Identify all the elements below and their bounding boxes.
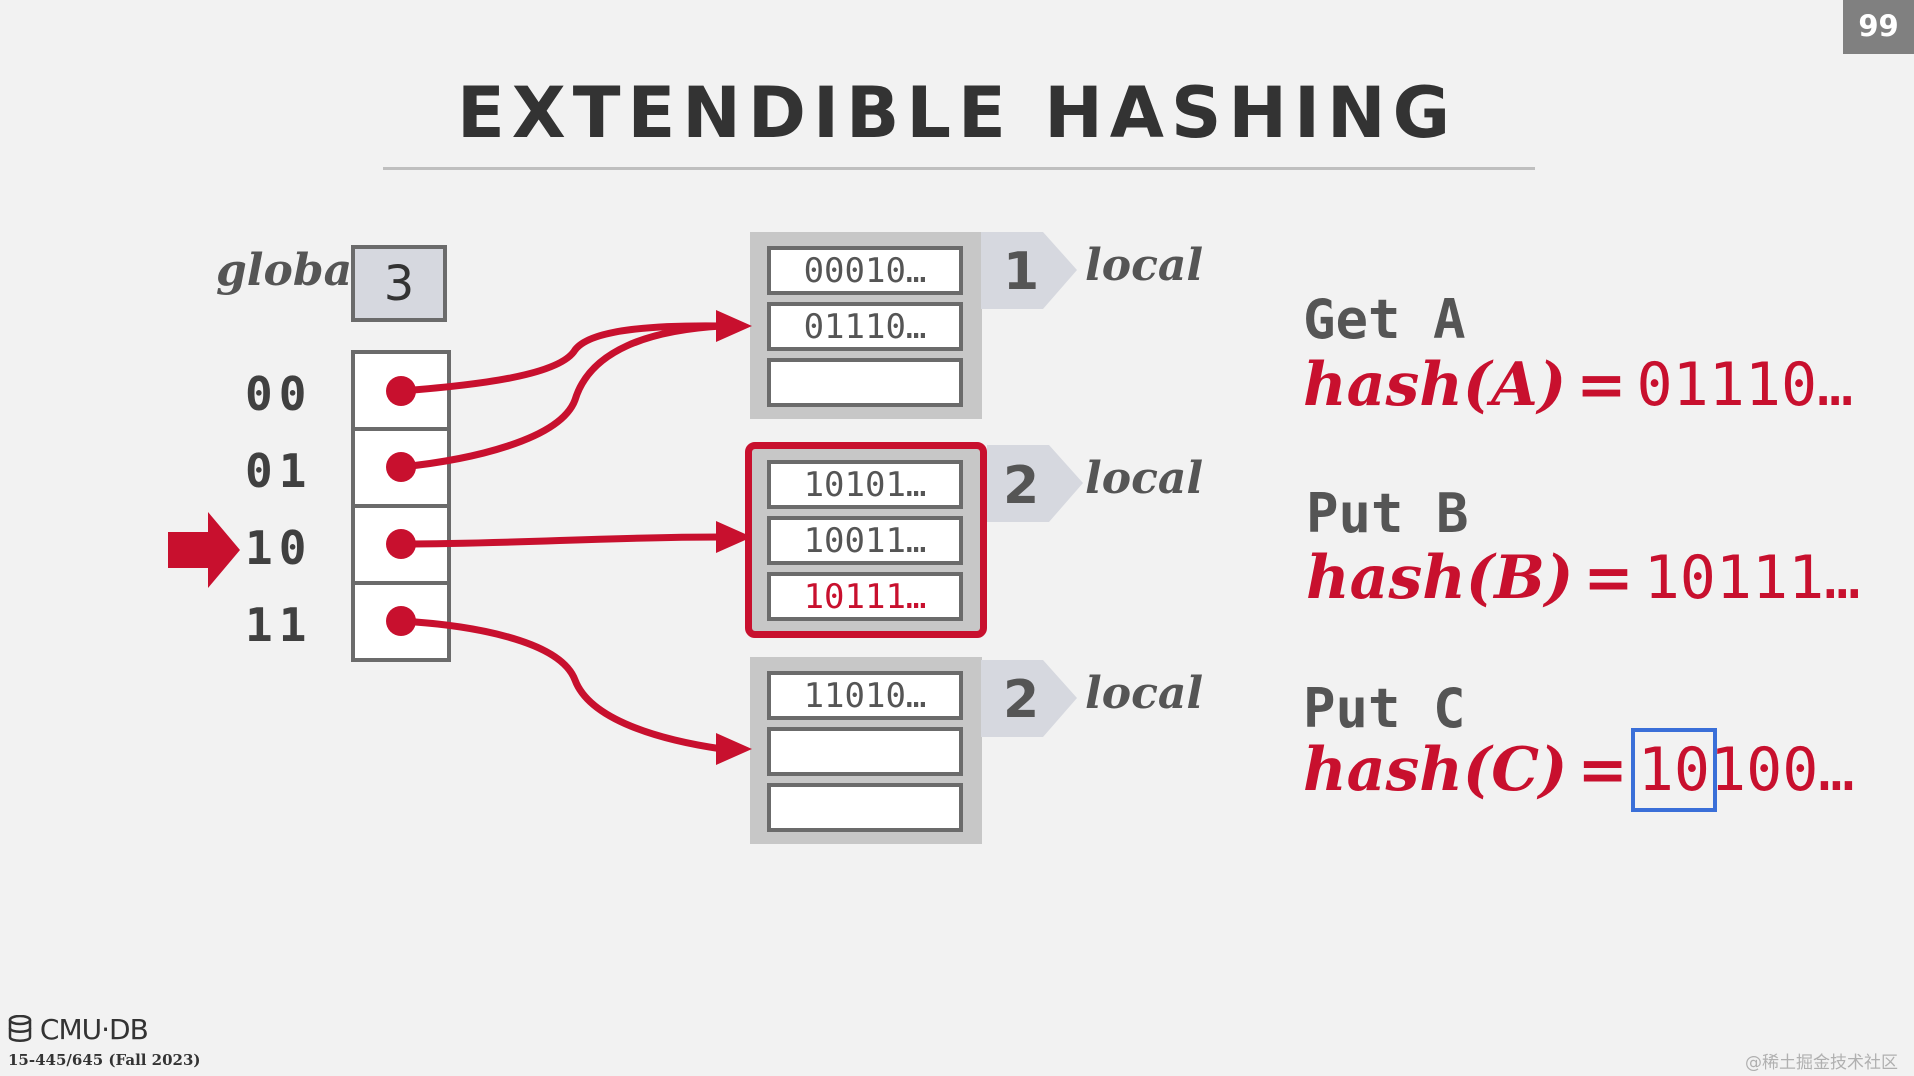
pointer-arrow-10 (397, 533, 726, 548)
bucket-slot (767, 727, 963, 776)
pointer-arrow-01 (397, 322, 726, 471)
directory-key-10: 10 (245, 521, 313, 575)
current-pointer-arrow-icon (168, 512, 240, 588)
hash-value: 10111… (1643, 543, 1861, 613)
local-label: local (1085, 453, 1204, 504)
local-label: local (1085, 240, 1204, 291)
equals-sign: = (1583, 543, 1634, 613)
global-label: global (216, 245, 369, 296)
local-depth-value: 1 (1003, 242, 1040, 302)
bucket-3: 11010… (750, 657, 982, 844)
arrowhead-icon (716, 521, 752, 553)
bucket-slot: 11010… (767, 671, 963, 720)
course-label: 15-445/645 (Fall 2023) (8, 1051, 201, 1069)
operation-put-b: Put B (1306, 482, 1469, 545)
operation-put-c: Put C (1303, 677, 1466, 740)
local-depth-tag (981, 232, 1077, 309)
hash-result-b: hash(B)=10111… (1306, 543, 1860, 613)
bucket-1: 00010… 01110… (750, 232, 982, 419)
page-number: 99 (1843, 0, 1914, 54)
arrowhead-icon (716, 310, 752, 342)
slide-title: EXTENDIBLE HASHING (456, 72, 1458, 154)
logo-text: CMU·DB (39, 1013, 149, 1046)
hash-result-a: hash(A)=01110… (1303, 350, 1853, 420)
pointer-dot (386, 452, 416, 482)
equals-sign: = (1576, 350, 1627, 420)
local-depth-tag (981, 660, 1077, 737)
pointer-arrow-11 (397, 617, 726, 753)
pointer-arrow-00 (397, 322, 726, 395)
directory-key-11: 11 (245, 598, 313, 652)
operation-get-a: Get A (1303, 288, 1466, 351)
local-depth-value: 2 (1003, 670, 1040, 730)
bucket-slot (767, 358, 963, 407)
directory-key-01: 01 (245, 444, 313, 498)
hash-function: hash(A) (1303, 350, 1567, 420)
local-label: local (1085, 668, 1204, 719)
pointer-dot (386, 606, 416, 636)
directory-slot (355, 508, 447, 585)
hash-result-c: hash(C)=10100… (1303, 728, 1855, 812)
hash-function: hash(B) (1306, 543, 1574, 613)
directory-slot (355, 431, 447, 508)
local-depth-value: 2 (1003, 456, 1040, 516)
pointer-dot (386, 376, 416, 406)
global-depth-box: 3 (351, 245, 447, 322)
hash-function: hash(C) (1303, 735, 1568, 805)
watermark: @稀土掘金技术社区 (1745, 1053, 1898, 1073)
database-logo-icon (8, 1014, 32, 1042)
cmu-db-logo: CMU·DB (8, 1013, 149, 1046)
bucket-slot: 10101… (767, 460, 963, 509)
equals-sign: = (1577, 735, 1628, 805)
directory-slot (355, 354, 447, 431)
arrowhead-icon (716, 733, 752, 765)
local-depth-tag (987, 445, 1083, 522)
hash-prefix-highlight: 10 (1630, 728, 1717, 812)
bucket-2-highlighted: 10101… 10011… 10111… (745, 442, 987, 638)
title-divider (383, 167, 1535, 170)
bucket-slot (767, 783, 963, 832)
bucket-slot: 01110… (767, 302, 963, 351)
bucket-slot-new-entry: 10111… (767, 572, 963, 621)
pointer-dot (386, 529, 416, 559)
hash-value: 01110… (1636, 350, 1854, 420)
hash-value: 100… (1709, 735, 1855, 805)
bucket-slot: 10011… (767, 516, 963, 565)
directory-key-00: 00 (245, 367, 313, 421)
bucket-slot: 00010… (767, 246, 963, 295)
